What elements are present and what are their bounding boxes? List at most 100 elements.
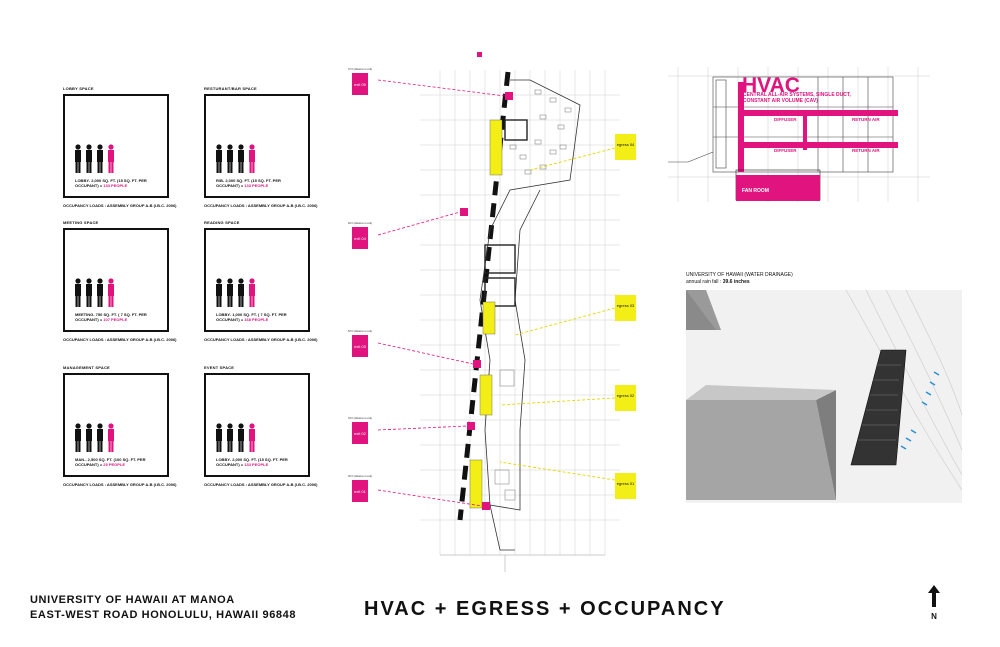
- exit-distance: 33 ft (distance to exit): [348, 417, 372, 420]
- occupancy-panel-management: MANAGEMENT SPACE MAN.- 2,500 SQ. FT. (10…: [63, 365, 177, 487]
- axis-ticks: [440, 554, 605, 572]
- drainage-3d-model: [686, 290, 962, 500]
- people-icon-group: [75, 278, 114, 307]
- egress-plan: 37 ft (distance to exit) exit 05 60 ft (…: [340, 50, 670, 575]
- diffuser-label-top: DIFFUSER: [774, 117, 797, 122]
- people-icon-group: [216, 423, 255, 452]
- stair-zones: [469, 119, 503, 509]
- exit-label: exit 02: [352, 422, 368, 444]
- occupancy-note: OCCUPANCY LOADS : ASSEMBLY GROUP A-B (I.…: [63, 482, 177, 487]
- occupancy-note: OCCUPANCY LOADS : ASSEMBLY GROUP A-B (I.…: [63, 337, 177, 342]
- occupancy-panel-meeting: MEETING SPACE MEETING- 750 SQ. FT. ( 7 S…: [63, 220, 177, 342]
- calc-line: LOBBY- 2,000 SQ. FT. (15 SQ. FT. PER: [216, 457, 288, 462]
- exit-distance: 30 ft (distance to exit): [348, 475, 372, 478]
- occupancy-panel-event: EVENT SPACE LOBBY- 2,000 SQ. FT. (15 SQ.…: [204, 365, 318, 487]
- egress-tag-02: egress 02: [615, 385, 636, 411]
- exit-tag-01: 30 ft (distance to exit) exit 01: [342, 475, 378, 502]
- hvac-section-drawing: [668, 67, 930, 202]
- calc-line: MAN.- 2,500 SQ. FT. (100 SQ. FT. PER: [75, 457, 146, 462]
- drainage-title: UNIVERSITY OF HAWAII (WATER DRAINAGE): [686, 272, 793, 278]
- return-air-label-bottom: RETURN AIR: [852, 148, 880, 153]
- calc-line: OCCUPANT) =: [216, 183, 245, 188]
- occupancy-note: OCCUPANCY LOADS : ASSEMBLY GROUP A-B (I.…: [204, 203, 318, 208]
- rooms: [484, 119, 528, 307]
- diffuser-label-bottom: DIFFUSER: [774, 148, 797, 153]
- panel-title: EVENT SPACE: [204, 365, 235, 370]
- north-label: N: [931, 612, 937, 621]
- rain-fall-value: 39.6 inches: [722, 279, 750, 285]
- people-count: 25 PEOPLE: [103, 462, 126, 467]
- calc-line: OCCUPANT) =: [216, 317, 245, 322]
- people-icon-group: [216, 144, 255, 173]
- exit-label: exit 05: [352, 73, 368, 95]
- exit-distance: 60 ft (distance to exit): [348, 222, 372, 225]
- people-count: 107 PEOPLE: [103, 317, 128, 322]
- egress-leaders: [499, 147, 616, 481]
- panel-title: MEETING SPACE: [63, 220, 99, 225]
- occupancy-note: OCCUPANCY LOADS : ASSEMBLY GROUP A-B (I.…: [63, 203, 177, 208]
- floor-plan-drawing: [377, 52, 620, 572]
- drainage-render: [686, 290, 962, 503]
- north-arrow-icon: [928, 585, 940, 607]
- calc-line: OCCUPANT) =: [216, 462, 245, 467]
- calc-line: R/B- 2,000 SQ. FT. (15 SQ. FT. PER: [216, 178, 281, 183]
- rain-fall-label: annual rain fall :: [686, 279, 723, 285]
- hvac-subtitle-line1: CENTRAL ALL-AIR SYSTEMS, SINGLE DUCT,: [743, 92, 851, 98]
- people-count: 133 PEOPLE: [103, 183, 128, 188]
- exit-markers: [460, 52, 513, 510]
- people-count: 133 PEOPLE: [244, 183, 269, 188]
- university-name: UNIVERSITY OF HAWAII AT MANOA: [30, 594, 235, 606]
- fan-room: FAN ROOM: [736, 175, 820, 201]
- calc-line: LOBBY- 1,000 SQ. FT. ( 7 SQ. FT. PER: [216, 312, 287, 317]
- return-air-label-top: RETURN AIR: [852, 117, 880, 122]
- occupancy-note: OCCUPANCY LOADS : ASSEMBLY GROUP A-B (I.…: [204, 482, 318, 487]
- panel-title: MANAGEMENT SPACE: [63, 365, 110, 370]
- panel-title: LOBBY SPACE: [63, 86, 94, 91]
- people-count: 168 PEOPLE: [244, 317, 269, 322]
- occupancy-panel-reading: READING SPACE LOBBY- 1,000 SQ. FT. ( 7 S…: [204, 220, 318, 342]
- drainage-caption: UNIVERSITY OF HAWAII (WATER DRAINAGE) an…: [686, 272, 793, 286]
- sheet-title: HVAC + EGRESS + OCCUPANCY: [364, 598, 726, 620]
- calc-line: OCCUPANT) =: [75, 183, 104, 188]
- exit-tag-04: 60 ft (distance to exit) exit 04: [342, 222, 378, 249]
- people-icon-group: [75, 144, 114, 173]
- street-address: EAST-WEST ROAD HONOLULU, HAWAII 96848: [30, 609, 297, 621]
- people-icon-group: [216, 278, 255, 307]
- exit-tag-02: 33 ft (distance to exit) exit 02: [342, 417, 378, 444]
- panel-title: READING SPACE: [204, 220, 240, 225]
- exit-label: exit 01: [352, 480, 368, 502]
- hvac-ducts: [738, 82, 898, 172]
- water-flow-arrows: [900, 371, 940, 450]
- egress-tag-04: egress 04: [615, 134, 636, 160]
- calc-line: MEETING- 750 SQ. FT. ( 7 SQ. FT. PER: [75, 312, 147, 317]
- calc-line: OCCUPANT) =: [75, 317, 104, 322]
- occupancy-panel-lobby: LOBBY SPACE LOBBY- 2,000 SQ. FT. (15 SQ.…: [63, 86, 177, 208]
- occupancy-note: OCCUPANCY LOADS : ASSEMBLY GROUP A-B (I.…: [204, 337, 318, 342]
- exit-tag-05: 37 ft (distance to exit) exit 05: [342, 68, 378, 95]
- exit-tag-03: 53 ft (distance to exit) exit 03: [342, 330, 378, 357]
- hvac-subtitle-line2: CONSTANT AIR VOLUME (CAV): [743, 98, 818, 104]
- people-icon-group: [75, 423, 114, 452]
- exit-label: exit 03: [352, 335, 368, 357]
- exit-distance: 53 ft (distance to exit): [348, 330, 372, 333]
- egress-tag-03: egress 03: [615, 295, 636, 321]
- people-count: 133 PEOPLE: [244, 462, 269, 467]
- occupancy-panel-restaurant: RESTURANT/BAR SPACE R/B- 2,000 SQ. FT. (…: [204, 86, 318, 208]
- north-arrow: N: [926, 585, 942, 621]
- exit-distance: 37 ft (distance to exit): [348, 68, 372, 71]
- hvac-section: HVAC CENTRAL ALL-AIR SYSTEMS, SINGLE DUC…: [668, 62, 930, 204]
- panel-title: RESTURANT/BAR SPACE: [204, 86, 257, 91]
- exit-label: exit 04: [352, 227, 368, 249]
- hvac-title: HVAC: [742, 74, 800, 97]
- hvac-subtitle: CENTRAL ALL-AIR SYSTEMS, SINGLE DUCT, CO…: [743, 92, 851, 104]
